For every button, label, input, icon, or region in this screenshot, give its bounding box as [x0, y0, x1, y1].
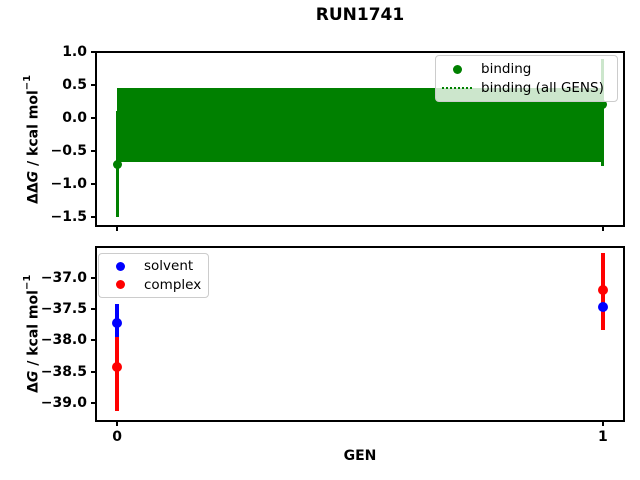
x-tick — [116, 227, 119, 231]
legend-label: binding (all GENS) — [481, 80, 604, 96]
all-gens-dotted-line — [117, 123, 603, 126]
y-tick — [91, 216, 95, 219]
x-tick-label: 0 — [112, 429, 122, 445]
y-tick — [91, 116, 95, 119]
dotted-line-icon — [442, 87, 472, 89]
error-bar-binding — [601, 58, 605, 166]
data-point-complex — [112, 361, 123, 372]
legend-label: solvent — [144, 258, 194, 275]
bottom-axes: solvent complex −37.0 −37.5 −38.0 −38.5 −39.… — [41, 246, 625, 445]
y-tick — [91, 339, 95, 342]
y-tick-label: −38.0 — [40, 332, 87, 349]
y-tick-label: 1.0 — [62, 43, 87, 60]
y-tick — [91, 370, 95, 373]
data-point-binding — [598, 99, 608, 109]
x-tick — [116, 422, 119, 426]
y-tick-label: −0.5 — [50, 143, 87, 160]
y-tick — [91, 308, 95, 311]
top-axes: binding binding (all GENS) 1.0 0.5 0.0 −0.5… — [50, 44, 625, 231]
y-tick-label: −37.0 — [40, 269, 87, 286]
legend-glyph — [442, 64, 472, 74]
legend-label: binding — [481, 61, 532, 77]
legend-item-binding: binding — [442, 61, 611, 77]
y-tick-label: −39.0 — [40, 395, 87, 412]
y-tick-label: 0.5 — [62, 76, 87, 93]
x-tick-label: 1 — [598, 429, 608, 445]
y-label-exponent: −1 — [22, 74, 33, 90]
legend-glyph — [105, 280, 135, 290]
x-tick — [601, 227, 604, 231]
y-tick — [91, 150, 95, 153]
legend-top: binding binding (all GENS) — [435, 55, 618, 102]
complex-marker-icon — [115, 280, 125, 290]
x-tick — [601, 422, 604, 426]
y-tick-label: −1.5 — [50, 209, 87, 226]
legend-item-complex: complex — [105, 277, 202, 293]
y-tick — [91, 402, 95, 405]
legend-glyph — [442, 87, 472, 89]
legend-label: complex — [144, 276, 202, 293]
data-point-complex — [597, 285, 608, 296]
legend-item-solvent: solvent — [105, 258, 202, 274]
data-point-solvent — [112, 317, 123, 328]
y-tick-label: −38.5 — [40, 363, 87, 380]
y-tick — [91, 83, 95, 86]
y-label-exponent: −1 — [22, 274, 33, 291]
y-tick — [91, 276, 95, 279]
y-tick-label: −1.0 — [50, 176, 87, 193]
y-tick — [91, 50, 95, 53]
x-axis-label: GEN — [343, 448, 377, 464]
error-bar-complex — [115, 336, 120, 412]
y-tick-label: 0.0 — [62, 109, 87, 126]
y-label-delta: Δ — [25, 382, 42, 394]
solvent-marker-icon — [115, 261, 125, 271]
y-tick-label: −37.5 — [40, 301, 87, 318]
legend-bottom: solvent complex — [98, 253, 209, 298]
legend-item-binding-all-gens: binding (all GENS) — [442, 80, 611, 96]
legend-glyph — [105, 261, 135, 271]
data-point-solvent — [597, 301, 608, 312]
data-point-binding — [112, 159, 122, 169]
y-tick — [91, 183, 95, 186]
binding-marker-icon — [452, 64, 462, 74]
chart-title: RUN1741 — [315, 5, 405, 25]
